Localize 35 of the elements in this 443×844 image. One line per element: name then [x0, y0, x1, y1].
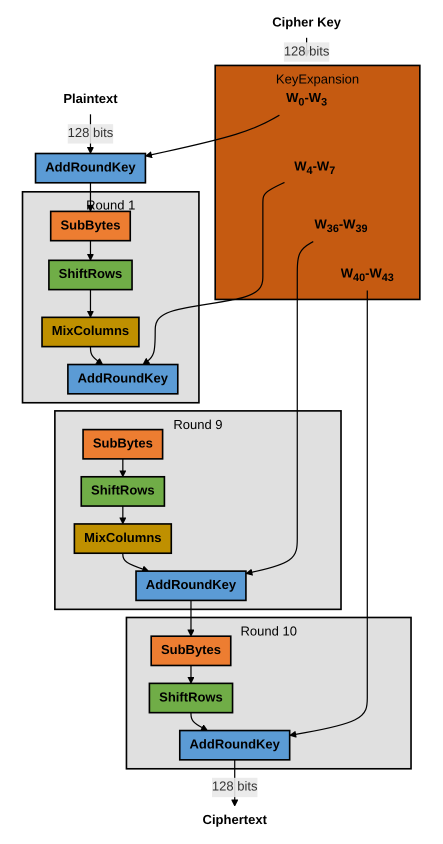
node-box: ShiftRows — [48, 260, 134, 290]
node-box: AddRoundKey — [67, 364, 179, 395]
arrow — [87, 290, 94, 318]
arrow — [87, 240, 94, 261]
node-box: AddRoundKey — [179, 730, 291, 761]
node-box: ShiftRows — [80, 476, 166, 507]
arrow — [188, 600, 195, 637]
arrow — [120, 458, 127, 478]
arrow — [90, 346, 104, 365]
node-text: W$_{40}$-W$_{43}$ — [341, 266, 394, 284]
node-text: W$_{0}$-W$_{3}$ — [286, 91, 328, 108]
arrow — [142, 182, 286, 365]
edge-label: 128 bits — [284, 44, 330, 59]
arrow — [122, 553, 150, 572]
arrow — [120, 506, 127, 524]
node-box: AddRoundKey — [136, 570, 248, 602]
node-text: W$_{4}$-W$_{7}$ — [294, 160, 336, 176]
node-text: W$_{36}$-W$_{39}$ — [314, 218, 368, 234]
arrow — [246, 241, 314, 576]
node-box: SubBytes — [150, 635, 232, 666]
edge-label: 128 bits — [212, 780, 258, 794]
node-text: Cipher Key — [272, 16, 342, 30]
node-box: MixColumns — [74, 523, 172, 554]
arrow — [190, 712, 208, 731]
arrow — [188, 665, 195, 684]
node-box: SubBytes — [50, 210, 132, 242]
node-text: Ciphertext — [202, 814, 268, 828]
node-box: AddRoundKey — [35, 152, 147, 184]
node-text: Plaintext — [64, 92, 118, 106]
node-box: SubBytes — [82, 428, 164, 460]
arrow — [290, 290, 368, 738]
node-box: MixColumns — [42, 316, 140, 348]
node-box: ShiftRows — [148, 682, 234, 714]
arrow — [145, 114, 280, 158]
edge-label: 128 bits — [68, 126, 114, 140]
